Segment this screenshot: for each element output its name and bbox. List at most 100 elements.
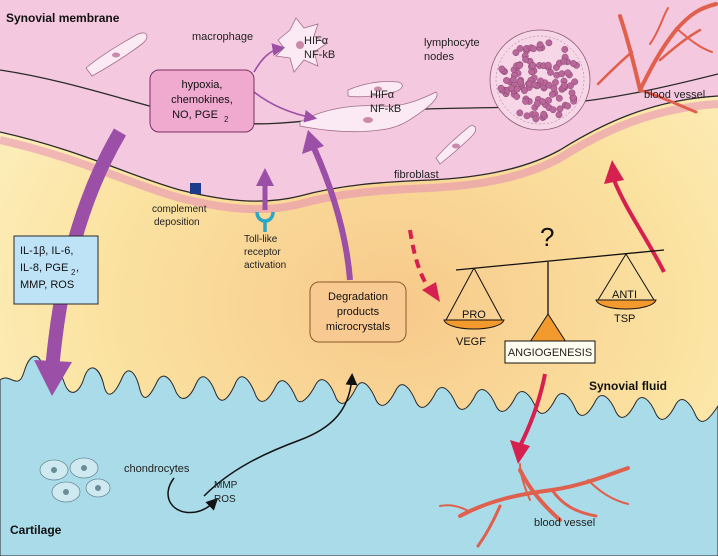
anti-to-vessel-arrow xyxy=(604,160,666,273)
angiogenesis-label: ANGIOGENESIS xyxy=(508,347,592,359)
angiogenesis-box xyxy=(504,340,596,364)
anti-label: ANTI xyxy=(612,289,637,301)
angiogenesis-to-vessel-arrow xyxy=(510,373,547,464)
lymphocyte xyxy=(498,65,506,73)
cytokine-line-2-sub: 2 xyxy=(71,268,76,277)
fibroblast-label: fibroblast xyxy=(394,169,439,181)
chondrocyte-cluster xyxy=(39,457,111,503)
lymphocyte xyxy=(531,81,538,89)
stimuli-line-2: chemokines, xyxy=(171,94,233,106)
lymphocyte xyxy=(533,100,541,108)
blood-vessel-bottom xyxy=(439,463,630,548)
cytokine-line-3: MMP, ROS xyxy=(20,279,74,291)
lymphocyte-label: lymphocyte xyxy=(424,37,480,49)
lymphocyte xyxy=(552,79,559,86)
question-mark: ? xyxy=(540,222,554,252)
lymphocyte xyxy=(545,96,552,104)
degradation-line-3: microcrystals xyxy=(326,321,391,333)
lymphocyte xyxy=(549,106,557,114)
lymphocyte xyxy=(545,39,553,47)
stimuli-to-fibroblast-arrow xyxy=(253,91,318,123)
cytokine-line-2: IL-8, PGE xyxy=(20,262,68,274)
chondrocytes-label: chondrocytes xyxy=(124,463,190,475)
lymphocyte xyxy=(507,84,515,92)
lymphocyte xyxy=(513,85,521,93)
toll-like-line-2: receptor xyxy=(244,247,281,258)
lymphocyte xyxy=(555,94,563,102)
pro-label: PRO xyxy=(462,309,486,321)
stimuli-to-macrophage-arrow xyxy=(253,43,286,73)
cytokine-line-2-end: , xyxy=(76,262,79,274)
toll-like-line-3: activation xyxy=(244,260,286,271)
synovial-fluid-label: Synovial fluid xyxy=(589,379,667,393)
vegf-label: VEGF xyxy=(456,336,486,348)
fibroblast-cell xyxy=(299,91,438,133)
membrane-cell-1 xyxy=(85,32,148,77)
membrane-cell-3 xyxy=(435,125,476,165)
lymphocyte xyxy=(569,60,577,67)
stimuli-line-3: NO, PGE xyxy=(172,109,218,121)
toll-like-line-1: Toll-like xyxy=(244,234,278,245)
membrane-lining xyxy=(0,100,718,214)
lymphocyte xyxy=(516,78,524,86)
stimuli-box xyxy=(149,69,255,133)
fibroblast-hif-label: HIFα xyxy=(370,89,395,101)
lymphocyte xyxy=(547,69,554,76)
complement-marker xyxy=(190,183,201,194)
cartilage-label: Cartilage xyxy=(10,523,62,537)
chondrocyte-to-degradation-arrow xyxy=(203,373,358,497)
lymphocyte xyxy=(516,61,523,69)
lymphocyte xyxy=(561,46,569,53)
lymphocyte xyxy=(497,84,505,92)
lymphocyte xyxy=(509,76,517,84)
cartilage-region xyxy=(0,355,718,556)
stimuli-line-1: hypoxia, xyxy=(182,79,223,91)
blood-vessel-top-label: blood vessel xyxy=(644,89,705,101)
cytokine-line-1: IL-1β, IL-6, xyxy=(20,245,73,257)
mmp-label: MMP xyxy=(214,480,238,491)
lymphocyte xyxy=(522,98,529,105)
synovial-membrane-label: Synovial membrane xyxy=(6,11,120,25)
macrophage-nfkb-label: NF-kB xyxy=(304,49,335,61)
lymphocyte xyxy=(523,112,531,120)
pro-angiogenic-dashed-arrow xyxy=(408,229,440,302)
macrophage-label: macrophage xyxy=(192,31,253,43)
lymphocyte xyxy=(544,61,552,69)
degradation-box xyxy=(309,281,407,343)
blood-vessel-bottom-label: blood vessel xyxy=(534,517,595,529)
lymphocyte xyxy=(513,93,521,100)
membrane-cell-2 xyxy=(347,81,403,98)
tsp-label: TSP xyxy=(614,313,635,325)
lymphocyte xyxy=(567,82,574,90)
macrophage-cell xyxy=(275,17,327,73)
ros-label: ROS xyxy=(214,494,236,505)
lymphocyte xyxy=(516,109,524,117)
degradation-arrow xyxy=(302,130,353,281)
lymphocyte xyxy=(530,45,537,53)
lymphocyte xyxy=(555,111,563,119)
lymphocyte xyxy=(560,58,568,65)
lymphocyte xyxy=(529,61,537,69)
degradation-line-1: Degradation xyxy=(328,291,388,303)
lymphocyte xyxy=(512,49,520,56)
degradation-line-2: products xyxy=(337,306,380,318)
fibroblast-nfkb-label: NF-kB xyxy=(370,103,401,115)
lymphocyte xyxy=(545,81,553,89)
lymphocyte xyxy=(564,69,572,77)
lymphocyte xyxy=(568,89,576,97)
toll-like-arrow xyxy=(256,168,274,210)
membrane-inner-line xyxy=(0,95,718,202)
lymphocyte xyxy=(560,82,568,89)
lymphocyte-cluster xyxy=(497,39,580,123)
cytokine-box xyxy=(13,235,99,305)
stimuli-line-3-sub: 2 xyxy=(224,115,229,124)
lymphocyte xyxy=(571,78,579,86)
lymphocyte xyxy=(532,115,540,123)
lymphocyte xyxy=(549,90,556,98)
complement-line-2: deposition xyxy=(154,217,200,228)
lymphocyte xyxy=(556,105,564,113)
angiogenesis-balance xyxy=(443,249,665,343)
lymphocyte xyxy=(516,45,524,52)
